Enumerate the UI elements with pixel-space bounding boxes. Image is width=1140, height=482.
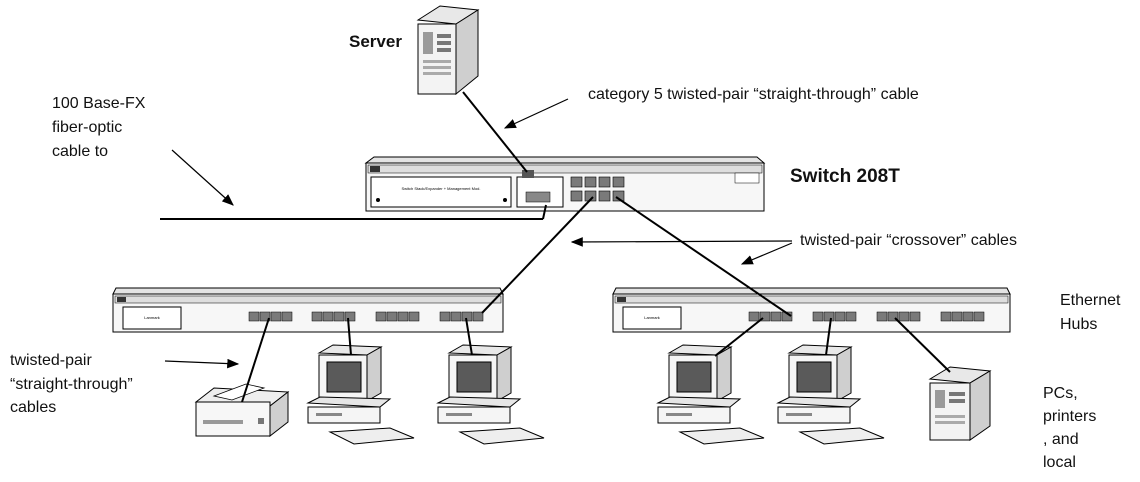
label-tp-line2: “straight-through” xyxy=(10,376,133,393)
label-pcs-line3: , and xyxy=(1043,431,1079,448)
arrow-crossover-right xyxy=(740,242,793,265)
server-tower xyxy=(416,5,480,96)
switch-ports xyxy=(570,176,625,202)
hub-right-panel-text: Lanmark xyxy=(644,315,660,320)
cable-pc-3 xyxy=(714,317,764,357)
ethernet-hub-right: Lanmark xyxy=(612,287,1011,333)
cable-pc-1 xyxy=(347,317,352,356)
label-server: Server xyxy=(349,32,402,51)
label-tp-line1: twisted-pair xyxy=(10,352,92,369)
label-switch: Switch 208T xyxy=(790,166,900,187)
label-crossover: twisted-pair “crossover” cables xyxy=(800,232,1017,249)
hub-left-panel-text: Lanmark xyxy=(144,315,160,320)
arrow-straight-through xyxy=(164,358,240,369)
label-fiber-line3: cable to xyxy=(52,143,109,160)
label-pcs-line4: local xyxy=(1043,454,1076,471)
label-fiber-line1: 100 Base-FX xyxy=(52,95,146,112)
hub-right-ports xyxy=(748,311,985,322)
pc-2 xyxy=(436,344,545,445)
label-hubs-line2: Hubs xyxy=(1060,316,1098,333)
cable-printer xyxy=(241,317,270,403)
switch-panel-text: Switch Stack/Expander + Management Mod. xyxy=(401,186,480,191)
cable-server-small xyxy=(894,317,951,373)
cable-server-switch xyxy=(462,91,528,173)
printer xyxy=(194,383,290,438)
cables xyxy=(160,91,951,403)
server-tower-small xyxy=(928,366,992,441)
arrow-cat5 xyxy=(503,98,569,129)
arrow-fiber xyxy=(171,149,234,206)
cable-crossover-right xyxy=(615,196,792,317)
cable-pc-2 xyxy=(465,317,473,356)
ethernet-hub-left: Lanmark xyxy=(112,287,504,333)
label-cat5-cable: category 5 twisted-pair “straight-throug… xyxy=(588,86,919,103)
cable-pc-4 xyxy=(825,317,832,356)
arrow-crossover-left xyxy=(570,237,793,247)
hub-left-ports xyxy=(248,311,484,322)
cable-crossover-left xyxy=(481,196,594,314)
arrows xyxy=(164,98,793,369)
label-pcs-line1: PCs, xyxy=(1043,385,1078,402)
cable-fiber-drop xyxy=(542,204,547,220)
pc-3 xyxy=(656,344,765,445)
label-pcs-line2: printers xyxy=(1043,408,1097,425)
pc-1 xyxy=(306,344,415,445)
label-fiber-line2: fiber-optic xyxy=(52,119,123,136)
switch-208t: Switch Stack/Expander + Management Mod. xyxy=(364,156,766,212)
label-tp-line3: cables xyxy=(10,399,57,416)
pc-4 xyxy=(776,344,885,445)
label-hubs-line1: Ethernet xyxy=(1060,292,1121,309)
